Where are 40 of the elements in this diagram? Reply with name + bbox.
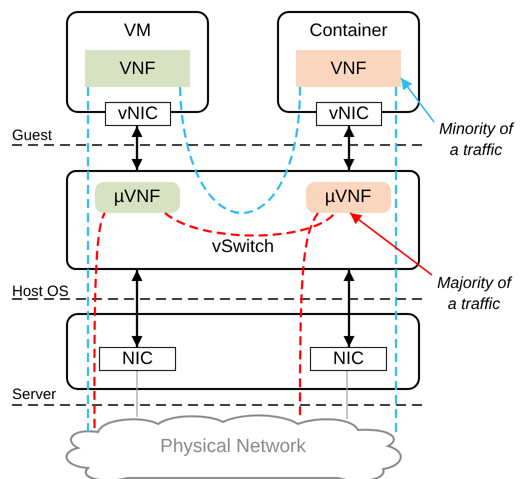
vnf-box: [85, 50, 190, 87]
box-label: µVNF: [324, 185, 372, 208]
traffic-path: [178, 86, 302, 214]
vnic-box: [105, 102, 171, 126]
layer-label: Guest: [12, 127, 52, 144]
traffic-path: [86, 87, 90, 432]
nic-box: [310, 347, 387, 371]
callout-label: Minority of a traffic: [438, 120, 516, 161]
layer-label: Host OS: [12, 283, 69, 300]
traffic-path: [93, 212, 106, 428]
leader-line: [400, 78, 435, 122]
cloud-label: Physical Network: [160, 434, 306, 459]
connector-line: [346, 371, 348, 419]
double-arrow: [344, 126, 354, 170]
nic-box: [99, 347, 176, 371]
box-label: NIC: [333, 347, 364, 370]
vnf-box: [296, 50, 401, 87]
box-label: vNIC: [118, 102, 158, 126]
box-label: VNF: [330, 56, 366, 80]
box-label: µVNF: [114, 185, 160, 208]
micro-vnf-box: [306, 182, 390, 212]
double-arrow: [132, 126, 142, 170]
micro-vnf-box: [94, 182, 180, 212]
box-label: vNIC: [329, 102, 369, 126]
layer-label: Server: [12, 386, 56, 403]
leader-line: [350, 212, 432, 276]
box-title: vSwitch: [212, 234, 274, 258]
vswitch-box: [66, 170, 420, 270]
connector-line: [136, 371, 138, 417]
double-arrow: [132, 270, 142, 347]
traffic-path: [164, 212, 336, 237]
server-box: [66, 313, 420, 390]
traffic-path: [298, 212, 319, 415]
box-title: Container: [309, 19, 388, 42]
box-label: VNF: [120, 56, 156, 80]
box-title: VM: [124, 19, 151, 42]
box-label: NIC: [122, 347, 153, 370]
callout-label: Majority of a traffic: [436, 274, 514, 315]
vnic-box: [316, 102, 382, 126]
double-arrow: [344, 270, 354, 347]
